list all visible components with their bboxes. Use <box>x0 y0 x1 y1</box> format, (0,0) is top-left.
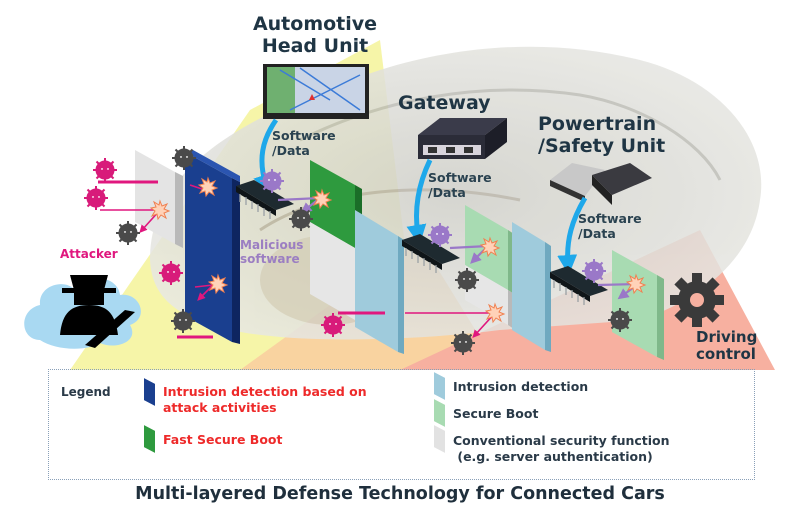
panel-intrusion-2 <box>512 222 551 352</box>
legend-swatch-dark-blue <box>144 378 155 406</box>
legend-item-label: Fast Secure Boot <box>163 432 283 447</box>
legend: Legend Intrusion detection based on atta… <box>48 369 755 480</box>
legend-swatch-light-green <box>434 399 445 427</box>
software-data-label: Software /Data <box>578 211 642 241</box>
gateway-device <box>418 118 507 159</box>
arrow-gateway <box>406 158 433 245</box>
head-unit-label: Automotive Head Unit <box>252 13 378 57</box>
software-data-label: Software /Data <box>272 128 336 158</box>
malicious-software-label: Malicious software <box>240 238 304 266</box>
head-unit-device <box>263 64 369 119</box>
legend-swatch-gray <box>434 425 445 453</box>
legend-swatch-green <box>144 425 155 453</box>
legend-item-label: Conventional security function (e.g. ser… <box>453 433 670 464</box>
legend-item-label: Secure Boot <box>453 406 539 421</box>
panel-conventional-1 <box>135 150 183 248</box>
legend-item-label: Intrusion detection based on attack acti… <box>163 384 367 415</box>
powertrain-device <box>550 163 652 205</box>
powertrain-label: Powertrain /Safety Unit <box>538 113 666 157</box>
legend-item-label: Intrusion detection <box>453 379 589 394</box>
legend-swatch-light-blue <box>434 372 445 400</box>
panel-intrusion-attack <box>185 150 240 344</box>
panel-secure-boot-2 <box>612 250 664 360</box>
panel-intrusion-1 <box>355 210 404 354</box>
driving-control-label: Driving control <box>696 328 758 363</box>
attacker-label: Attacker <box>60 247 118 261</box>
gateway-label: Gateway <box>398 92 491 114</box>
figure-title: Multi-layered Defense Technology for Con… <box>135 484 665 504</box>
diagram-graphic <box>24 40 775 370</box>
arrow-powertrain <box>557 196 588 275</box>
legend-title: Legend <box>61 385 111 399</box>
attacker-icon <box>24 275 141 349</box>
software-data-label: Software /Data <box>428 170 492 200</box>
gear-icon <box>670 273 724 327</box>
